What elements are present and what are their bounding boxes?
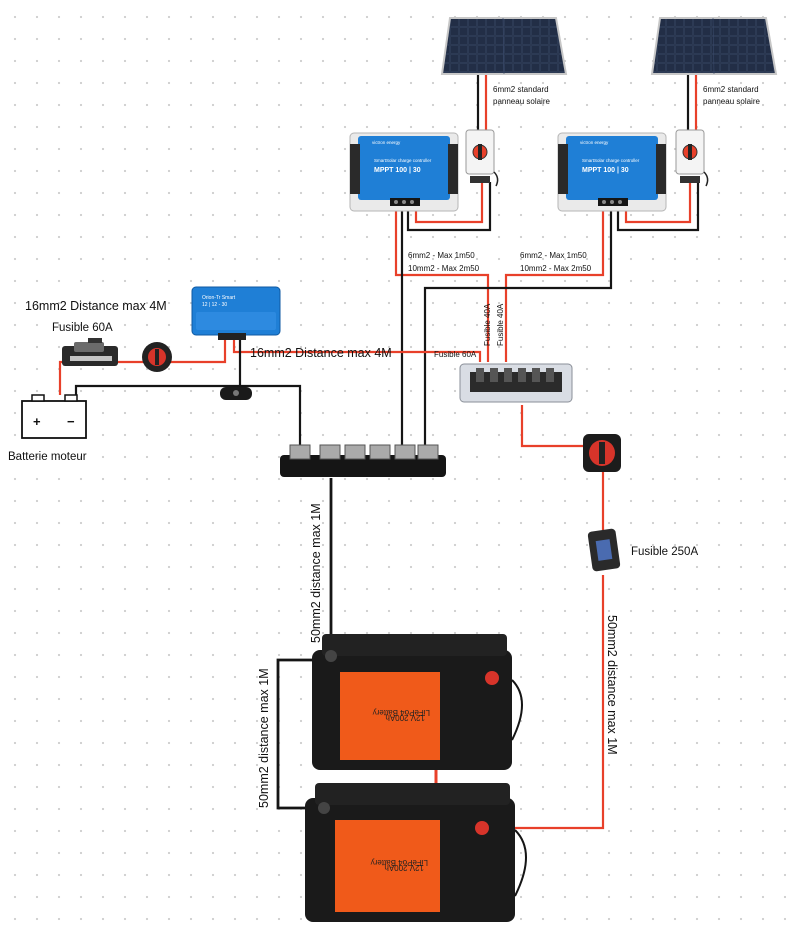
engine-battery-icon: + − [21,394,87,439]
fuse-60a-left [62,338,118,366]
label-panel-cable-2: 6mm2 standard [703,85,759,94]
battery2-chem: LiFePo4 Battery [371,858,428,867]
lithium-battery-1: 12V 200Ah LiFePo4 Battery [312,634,523,770]
dcdc-model: 12 | 12 - 30 [202,302,227,308]
dcdc-in-pos [58,338,227,395]
fuse250-to-battery [485,575,605,830]
label-fuse-60-left: Fusible 60A [52,322,113,334]
label-panel-cable-1: 6mm2 standard [493,85,549,94]
label-mppt-out-1b: 10mm2 - Max 2m50 [408,264,480,273]
negative-busbar [280,444,446,477]
mppt2-subtitle: SmartSolar charge controller [582,158,640,163]
label-mppt-out-2b: 10mm2 - Max 2m50 [520,264,592,273]
shunt-connector [220,387,252,400]
dcdc-charger: Orion-Tr Smart 12 | 12 - 30 [191,286,281,340]
mppt2-brand: victron energy [580,140,609,145]
svg-text:+: + [33,414,41,429]
label-fuse-40-2: Fusible 40A [496,303,505,346]
lithium-battery-2: 12V 200Ah LiFePo4 Battery [305,783,527,922]
label-dcdc-right-cable: 16mm2 Distance max 4M [250,346,392,360]
iso1-pos-wire [414,182,484,224]
label-mppt-out-1a: 6mm2 - Max 1m50 [408,251,475,260]
dcdc-out-pos [232,338,482,362]
label-mppt-out-2a: 6mm2 - Max 1m50 [520,251,587,260]
label-battery-link: 50mm2 distance max 1M [257,668,271,808]
label-panel-cable-2b: panneau solaire [703,97,760,106]
mppt1-subtitle: SmartSolar charge controller [374,158,432,163]
mppt-controller-1: victron energy SmartSolar charge control… [349,132,459,212]
mppt2-pos-out [504,205,605,362]
label-fuse-60-right: Fusible 60A [434,350,477,359]
solar-panel-1 [440,17,568,75]
label-panel-cable-1b: panneau solaire [493,97,550,106]
mppt1-pos-out [394,205,490,362]
battery-link-neg [276,658,322,810]
iso2-neg-wire [616,182,700,232]
mppt2-neg-out [423,205,613,452]
label-busbar-to-battery: 50mm2 distance max 1M [309,503,323,643]
fuse-250a [587,528,621,572]
mppt1-brand: victron energy [372,140,401,145]
battery2-voltage: 12V 200Ah [384,863,424,872]
engine-neg-wire [74,384,302,452]
dc-isolator-2 [675,129,709,187]
battery-switch-left [142,342,172,372]
label-fuse-to-battery: 50mm2 distance max 1M [605,615,619,755]
label-engine-battery: Batterie moteur [8,451,87,463]
label-dcdc-left-cable: 16mm2 Distance max 4M [25,299,167,313]
dcdc-title: Orion-Tr Smart [202,295,236,301]
fusebox-to-switch [520,405,588,448]
battery1-voltage: 12V 200Ah [385,713,425,722]
battery1-chem: LiFePo4 Battery [373,708,430,717]
fuse-holder-block [459,363,573,403]
svg-text:−: − [67,414,75,429]
battery-switch-right [583,434,621,472]
label-fuse-250: Fusible 250A [631,546,698,558]
mppt1-model: MPPT 100 | 30 [374,167,421,174]
mppt-controller-2: victron energy SmartSolar charge control… [557,132,667,212]
solar-panel-2 [650,17,778,75]
iso1-neg-wire [406,182,492,232]
label-fuse-40-1: Fusible 40A [483,303,492,346]
iso2-pos-wire [624,182,692,224]
mppt2-model: MPPT 100 | 30 [582,167,629,174]
dc-isolator-1 [465,129,499,187]
